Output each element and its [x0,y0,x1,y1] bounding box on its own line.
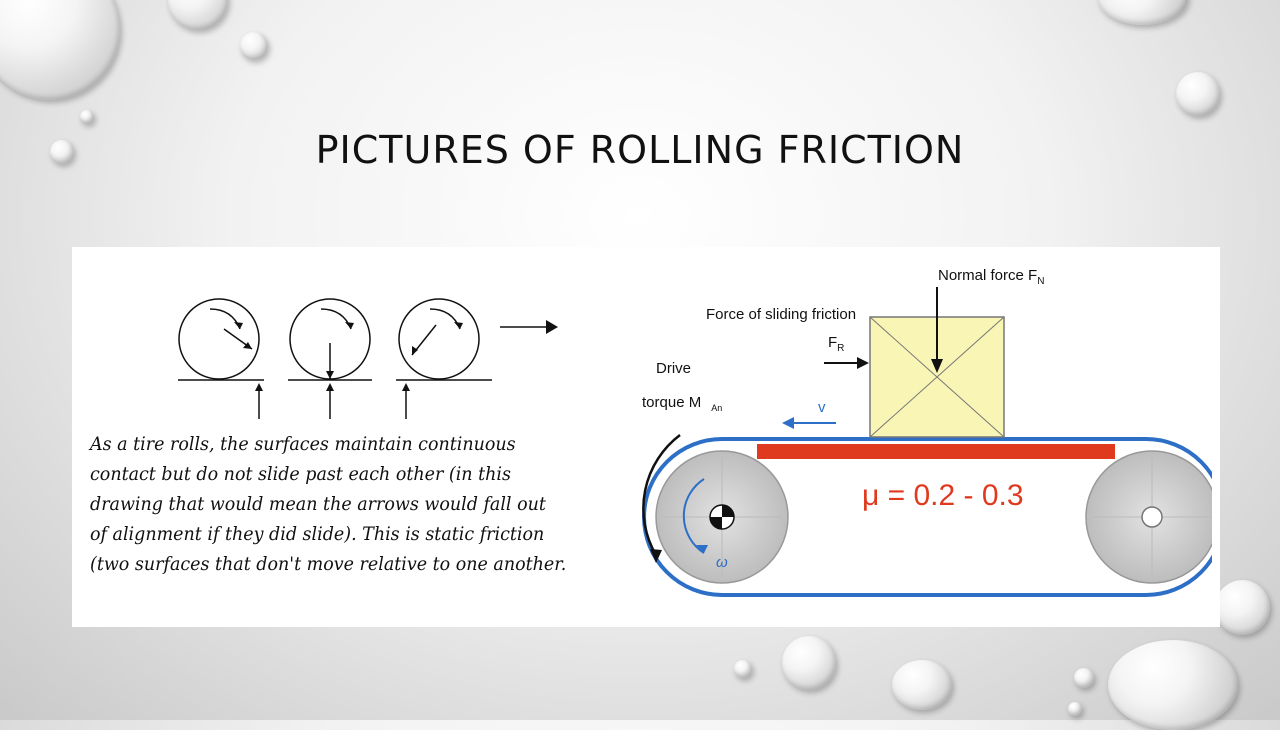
water-drop-decoration [168,0,228,30]
normal-force-label: Normal force FN [938,267,1044,287]
water-drop-decoration [1074,668,1094,688]
slide-title: Pictures of Rolling Friction [315,128,965,172]
rolling-friction-caption: As a tire rolls, the surfaces maintain c… [90,433,567,575]
water-drop-decoration [734,660,752,678]
omega-label: ω [716,554,728,571]
water-drop-decoration [892,660,952,710]
water-drop-decoration [0,0,120,100]
drive-hub-symbol [709,504,735,530]
water-drop-decoration [1215,580,1270,635]
rolling-tire-diagram [178,298,558,419]
water-drop-decoration [782,636,836,690]
figure-panel: As a tire rolls, the surfaces maintain c… [72,247,1220,627]
sliding-friction-label: Force of sliding friction [706,306,856,323]
water-drop-decoration [1068,702,1082,716]
friction-coefficient-label: μ = 0.2 - 0.3 [862,479,1024,512]
water-drop-decoration [80,110,94,124]
water-drop-decoration [50,140,74,164]
water-drop-decoration [1176,72,1220,116]
water-drop-decoration [1098,0,1188,25]
omega-arrow [682,478,705,554]
drive-torque-arrow [642,434,681,556]
water-drop-decoration [240,32,268,60]
water-drop-decoration [1108,640,1238,730]
friction-force-symbol: FR [828,334,844,354]
conveyor-belt [642,437,1212,597]
friction-surface-bar [757,444,1115,459]
idler-hub [1141,506,1163,528]
drive-label: Drive [656,360,691,377]
velocity-label: v [818,399,826,416]
conveyor-friction-diagram: ω μ = 0.2 - 0.3 Normal force FN Force of… [642,267,1212,597]
